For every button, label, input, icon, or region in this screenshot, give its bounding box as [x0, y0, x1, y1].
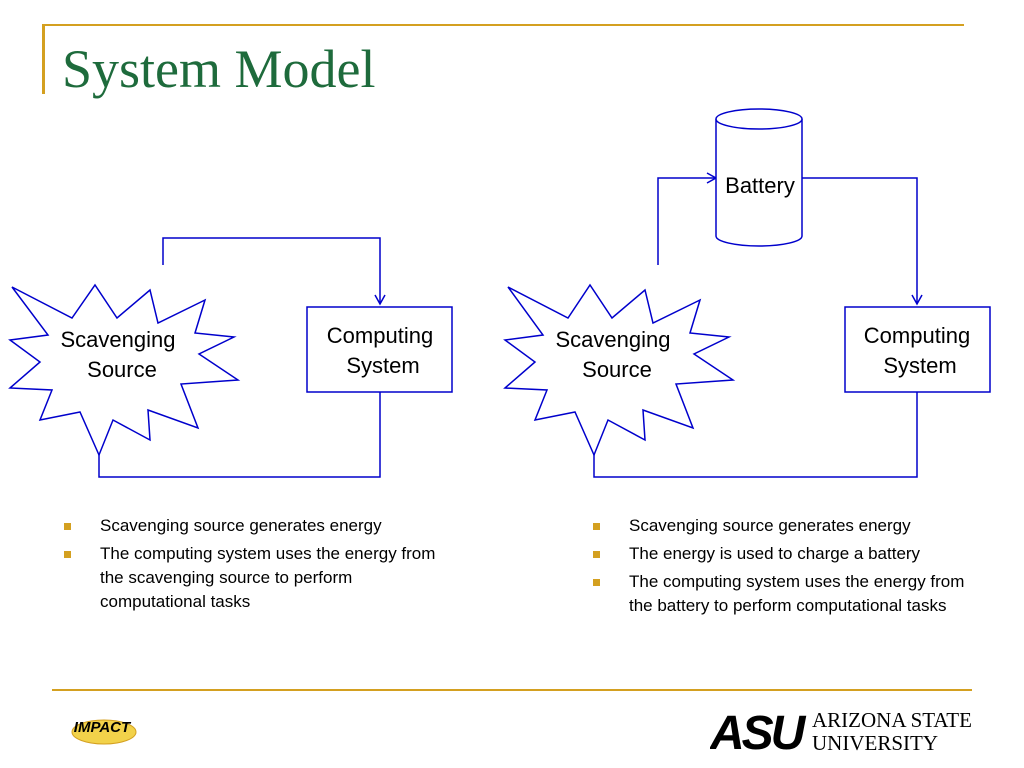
right-bullet-list: Scavenging source generates energy The e… [591, 514, 991, 622]
title-accent-bar [42, 24, 45, 94]
right-battery-to-system-connector [802, 177, 923, 306]
left-source-to-system-connector [162, 237, 386, 306]
asu-logo-mark: ASU [710, 707, 807, 755]
left-system-label-line1: Computing [327, 323, 433, 348]
bullet-square-icon [64, 523, 71, 530]
battery-label: Battery [725, 173, 795, 198]
impact-logo-text: IMPACT [74, 719, 132, 736]
right-bullet-item: The energy is used to charge a battery [591, 542, 991, 566]
left-source-label-line1: Scavenging [61, 327, 176, 352]
battery-cylinder [715, 108, 803, 247]
bullet-square-icon [593, 551, 600, 558]
top-rule [42, 24, 964, 26]
right-source-label-line2: Source [582, 357, 652, 382]
right-source-to-battery-connector [657, 172, 718, 265]
left-bullet-item: Scavenging source generates energy [62, 514, 462, 538]
right-computing-system-box [844, 306, 991, 393]
bullet-square-icon [593, 579, 600, 586]
right-scavenging-source-starburst [503, 283, 736, 457]
left-computing-system-box [306, 306, 453, 393]
asu-name-line2: UNIVERSITY [812, 731, 938, 755]
bullet-square-icon [593, 523, 600, 530]
left-source-label-line2: Source [87, 357, 157, 382]
left-scavenging-source-starburst [8, 283, 241, 457]
right-system-label-line1: Computing [864, 323, 970, 348]
right-system-return-connector [593, 392, 918, 478]
impact-logo: IMPACT [71, 719, 137, 745]
left-bullet-item: The computing system uses the energy fro… [62, 542, 462, 614]
asu-logo: ASU ARIZONA STATE UNIVERSITY [710, 707, 972, 755]
asu-name-line1: ARIZONA STATE [812, 708, 972, 732]
left-system-label-line2: System [346, 353, 419, 378]
left-bullet-list: Scavenging source generates energy The c… [62, 514, 462, 618]
right-source-label-line1: Scavenging [556, 327, 671, 352]
system-model-diagram: Scavenging Source Computing System Batte… [8, 108, 991, 478]
page-title: System Model [62, 39, 376, 99]
right-diagram: Battery Scavenging Source Computing Syst… [503, 108, 991, 478]
right-bullet-item: Scavenging source generates energy [591, 514, 991, 538]
left-diagram: Scavenging Source Computing System [8, 237, 453, 478]
right-bullet-item: The computing system uses the energy fro… [591, 570, 991, 618]
bullet-square-icon [64, 551, 71, 558]
left-system-return-connector [98, 392, 381, 478]
bottom-rule [52, 689, 972, 691]
right-system-label-line2: System [883, 353, 956, 378]
